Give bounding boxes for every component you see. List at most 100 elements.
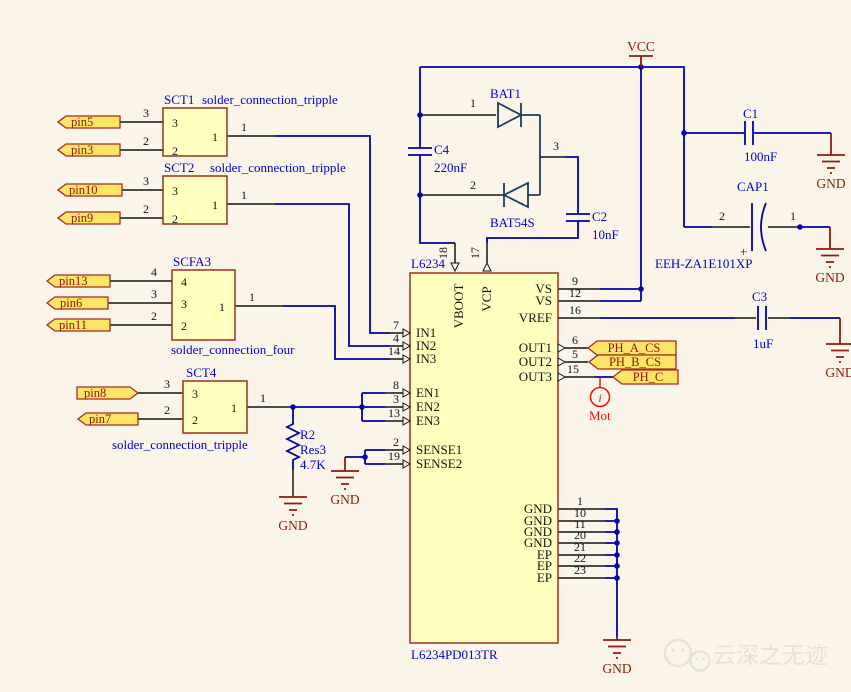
port-pin11-label: pin11 <box>59 318 87 332</box>
component-c1: C1 100nF <box>743 106 777 164</box>
port-ph-c[interactable] <box>611 369 679 385</box>
c1-designator: C1 <box>743 106 758 121</box>
net-port-ph-b-cs: PH_B_CS <box>587 354 677 370</box>
gnd-symbol-cap1[interactable]: GND <box>815 227 845 285</box>
port-pin5-label: pin5 <box>71 115 93 129</box>
sct2-pin1-name: 1 <box>212 198 218 212</box>
gnd-label: GND <box>602 661 631 676</box>
wire-net-vs[interactable] <box>600 288 641 302</box>
scfa3-pin3-num: 3 <box>151 287 157 301</box>
gnd-symbol-c1[interactable]: GND <box>816 133 846 191</box>
sct4-pin2-num: 2 <box>164 403 170 417</box>
wire-net-inputs[interactable] <box>275 135 390 360</box>
port-pin13-label: pin13 <box>59 274 87 288</box>
probe-i-glyph: i <box>598 391 601 405</box>
wire-net-vcc-loop[interactable] <box>419 66 831 301</box>
pin-in1-name: IN1 <box>416 325 436 340</box>
bat1-pin2-num: 2 <box>470 178 476 192</box>
scfa3-pin3-name: 3 <box>181 297 187 311</box>
port-pin13[interactable] <box>45 274 111 288</box>
l6234-designator: L6234 <box>411 256 445 271</box>
c2-body[interactable] <box>566 213 590 222</box>
bat1-pin1-num: 1 <box>470 96 476 110</box>
gnd-symbol-r2[interactable]: GND <box>278 496 308 533</box>
port-pin7-label: pin7 <box>89 412 111 426</box>
scfa3-pin1-name: 1 <box>219 300 225 314</box>
watermark-text: 云深之无迹 <box>713 643 828 669</box>
cap1-plus-sign: + <box>740 244 747 259</box>
scfa3-designator: SCFA3 <box>173 254 211 269</box>
pin7-num: 7 <box>393 318 399 332</box>
sct1-pin1-name: 1 <box>212 130 218 144</box>
pin21-num: 21 <box>574 540 586 554</box>
sct4-pin2-name: 2 <box>192 413 198 427</box>
pin-sense1-name: SENSE1 <box>416 442 462 457</box>
pin9-num: 9 <box>572 274 578 288</box>
bat1-diode-top[interactable] <box>497 101 540 129</box>
port-pin6[interactable] <box>45 296 109 310</box>
sct1-pin2-name: 2 <box>172 144 178 158</box>
sct2-pin2-name: 2 <box>172 212 178 226</box>
vcc-symbol[interactable]: VCC <box>627 39 655 67</box>
c3-value: 1uF <box>753 336 773 351</box>
scfa3-pin4-num: 4 <box>151 265 157 279</box>
gnd-symbol-ic[interactable]: GND <box>602 637 632 676</box>
gnd-symbol-c3[interactable]: GND <box>825 318 851 380</box>
port-pin8[interactable] <box>76 386 140 400</box>
scfa3-comment: solder_connection_four <box>171 342 295 357</box>
c3-body[interactable] <box>757 306 767 330</box>
pin15-num: 15 <box>567 362 579 376</box>
c1-body[interactable] <box>744 121 754 145</box>
port-pin7[interactable] <box>76 412 139 426</box>
sct2-body[interactable] <box>162 175 228 225</box>
port-ph-a-cs[interactable] <box>586 340 677 356</box>
pin6-num: 6 <box>572 333 578 347</box>
r2-body[interactable] <box>284 407 302 470</box>
pin1-num: 1 <box>577 494 583 508</box>
cap1-designator: CAP1 <box>737 179 769 194</box>
wire-net-enable[interactable] <box>293 392 385 422</box>
r2-comment: Res3 <box>300 442 326 457</box>
sct1-pin3-num: 3 <box>143 106 149 120</box>
pin-ep2-name: EP <box>537 558 552 573</box>
cap1-pin1-num: 1 <box>790 209 796 223</box>
scfa3-body[interactable] <box>171 269 236 341</box>
port-ph-b-cs[interactable] <box>587 354 677 370</box>
sct4-designator: SCT4 <box>186 365 217 380</box>
gnd-symbol-sense[interactable]: GND <box>330 457 360 507</box>
c4-body[interactable] <box>408 147 432 156</box>
port-pin11[interactable] <box>45 318 111 332</box>
component-r2: R2 Res3 4.7K <box>284 407 326 472</box>
cap1-body[interactable] <box>751 202 767 252</box>
l6234-body[interactable] <box>409 272 559 644</box>
port-pin5[interactable] <box>56 115 121 129</box>
pin-vs2-name: VS <box>535 293 552 308</box>
watermark: 云深之无迹 <box>663 638 828 672</box>
gnd-label: GND <box>816 176 845 191</box>
scfa3-pin2-num: 2 <box>151 309 157 323</box>
pin19-num: 19 <box>388 449 400 463</box>
gnd-label: GND <box>825 365 851 380</box>
pin2-num: 2 <box>393 435 399 449</box>
sct1-pin2-num: 2 <box>143 134 149 148</box>
sct1-pin3-name: 3 <box>172 116 178 130</box>
current-probe-mot[interactable]: i Mot <box>589 377 611 423</box>
bat1-diode-bottom[interactable] <box>501 115 541 209</box>
pin-ep3-name: EP <box>537 570 552 585</box>
sct1-body[interactable] <box>162 107 228 157</box>
port-pin3[interactable] <box>56 143 121 157</box>
port-pin6-label: pin6 <box>60 296 82 310</box>
sct4-body[interactable] <box>182 380 248 434</box>
pin-direction-markers <box>402 261 567 469</box>
pin-vboot-name: VBOOT <box>451 284 466 329</box>
port-pin9[interactable] <box>56 211 121 225</box>
port-pin10[interactable] <box>56 183 123 197</box>
pin8-num: 8 <box>393 378 399 392</box>
pin-lines[interactable] <box>108 114 800 579</box>
pin-out3-name: OUT3 <box>519 369 552 384</box>
pin16-num: 16 <box>569 303 581 317</box>
port-pin10-label: pin10 <box>69 183 97 197</box>
sct4-pin1-num: 1 <box>260 391 266 405</box>
wire-net-gnd-bus[interactable] <box>605 508 618 637</box>
c1-value: 100nF <box>744 149 777 164</box>
